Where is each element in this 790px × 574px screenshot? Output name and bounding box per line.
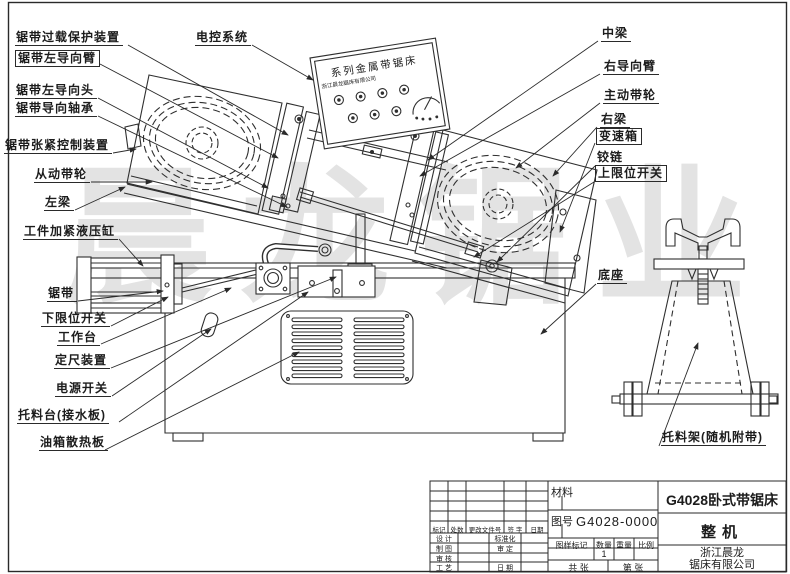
- role-design: 设 计: [436, 536, 452, 543]
- company-name: 浙江晨龙 锯床有限公司: [658, 547, 786, 571]
- label-electric-control: 电控系统: [195, 30, 252, 46]
- hinge-pivot: [473, 259, 513, 306]
- label-worktable: 工作台: [57, 330, 101, 346]
- roller-stand: [611, 218, 779, 417]
- label-lower-limit-switch: 下限位开关: [41, 311, 111, 327]
- role-check: 审 核: [436, 556, 452, 563]
- weight-label: 重量: [616, 541, 632, 550]
- rev-header-docno: 更改文件号: [468, 527, 502, 534]
- drawing-border: [7, 1, 788, 573]
- label-guide-bearing: 锯带导向轴承: [15, 101, 98, 117]
- company-line1: 浙江晨龙: [700, 547, 744, 559]
- product-name: G4028卧式带锯床: [665, 492, 779, 508]
- label-left-guide-arm: 锯带左导向臂: [15, 50, 101, 67]
- part-name: 整机: [700, 524, 743, 541]
- drawing-no-label: 图号: [551, 516, 573, 528]
- label-base: 底座: [597, 268, 628, 284]
- label-right-beam: 右梁: [600, 112, 631, 128]
- qty-label: 数量: [596, 541, 612, 550]
- machine-base: [164, 278, 566, 442]
- label-support-table: 托料台(接水板): [17, 408, 109, 424]
- rev-header-sign: 签 字: [507, 527, 523, 534]
- drip-plate: [297, 265, 376, 298]
- scale-label: 比例: [638, 541, 654, 550]
- panel-buttons: [333, 84, 410, 124]
- machine-assembly: 系列金属带锯床 浙江晨龙锯床有限公司: [76, 37, 779, 442]
- label-tension-control: 锯带张紧控制装置: [4, 138, 113, 154]
- label-sizing-device: 定尺装置: [54, 353, 111, 369]
- label-left-beam: 左梁: [44, 195, 75, 211]
- label-clamp-cylinder: 工件加紧液压缸: [23, 224, 119, 240]
- label-driven-wheel: 从动带轮: [34, 167, 91, 183]
- rev-header-count: 处数: [450, 527, 464, 534]
- power-switch-shape: [200, 312, 219, 338]
- rev-header-date: 日期: [530, 527, 544, 534]
- right-wheel-housing: [411, 129, 598, 306]
- gearbox-block: [544, 189, 597, 294]
- company-line2: 锯床有限公司: [689, 559, 755, 571]
- driven-band-wheel: [142, 95, 262, 191]
- role-process: 工 艺: [436, 565, 452, 572]
- rev-header-mark: 标记: [432, 527, 446, 534]
- label-oil-tank-plate: 油箱散热板: [39, 435, 109, 451]
- label-overload-protection: 锯带过载保护装置: [15, 30, 124, 46]
- sheet-total-label: 共 张: [568, 563, 589, 573]
- label-saw-band: 锯带: [47, 286, 78, 302]
- role-draft: 制 图: [436, 546, 452, 553]
- drawing-no-value: G4028-0000: [576, 514, 659, 529]
- sheet-index-label: 第 张: [622, 563, 644, 573]
- role-approve: 审 定: [497, 546, 513, 553]
- label-upper-limit-switch: 上限位开关: [595, 165, 668, 182]
- qty-value: 1: [601, 549, 607, 559]
- material-label: 材料: [551, 487, 573, 499]
- label-left-guide-head: 锯带左导向头: [15, 83, 98, 99]
- label-gearbox: 变速箱: [596, 128, 643, 145]
- saw-frame-beams: [123, 129, 485, 271]
- panel-dial: [412, 96, 441, 121]
- label-right-guide-arm: 右导向臂: [603, 59, 660, 75]
- leader-lines: [74, 40, 699, 451]
- title-block-grid: [429, 480, 787, 573]
- louver-vent: [280, 310, 414, 385]
- control-panel: 系列金属带锯床 浙江晨龙锯床有限公司: [309, 37, 451, 150]
- role-date: 日 期: [497, 565, 513, 572]
- label-power-switch: 电源开关: [55, 381, 112, 397]
- saw-band-line: [181, 269, 257, 289]
- coolant-pipe: [255, 242, 332, 295]
- label-support-stand: 托料架(随机附带): [661, 430, 766, 446]
- role-standardize: 标准化: [494, 536, 516, 543]
- label-hinge: 铰链: [596, 150, 627, 166]
- label-driving-wheel: 主动带轮: [603, 88, 660, 104]
- stamp-label: 图样标记: [555, 541, 588, 550]
- label-middle-beam: 中梁: [601, 26, 632, 42]
